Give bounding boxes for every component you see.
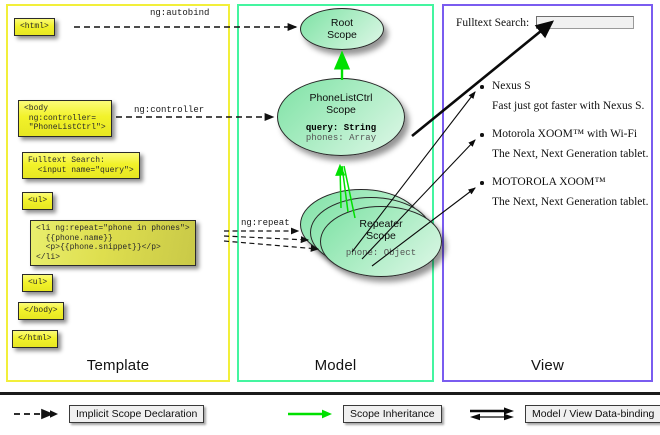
view-item-snippet: The Next, Next Generation tablet.	[492, 196, 649, 208]
scope-repeater-front[interactable]: Repeater Scope phone: Object	[320, 206, 442, 277]
scope-root[interactable]: Root Scope	[300, 8, 384, 50]
view-list-item: Nexus S Fast just got faster with Nexus …	[480, 80, 645, 112]
scope-phonelistctrl-title-line2: Scope	[326, 104, 356, 116]
bullet-icon	[480, 181, 484, 185]
legend-item-implicit-scope-declaration: Implicit Scope Declaration	[12, 405, 205, 423]
view-list-item: Motorola XOOM™ with Wi-Fi The Next, Next…	[480, 128, 649, 160]
view-item-name: MOTOROLA XOOM™	[492, 176, 606, 188]
dashed-arrow-icon	[14, 408, 58, 420]
code-box-ul-open[interactable]: <ul>	[22, 192, 54, 210]
label-ng-repeat: ng:repeat	[241, 218, 290, 228]
view-item-name: Motorola XOOM™ with Wi-Fi	[492, 128, 638, 140]
column-title-template: Template	[86, 357, 150, 374]
legend-label: Implicit Scope Declaration	[69, 405, 205, 423]
view-search-label: Fulltext Search:	[456, 16, 530, 29]
scope-prop-phone: phone: Object	[345, 248, 417, 258]
label-ng-controller: ng:controller	[134, 105, 205, 115]
legend-label: Model / View Data-binding	[525, 405, 660, 423]
scope-root-title-line2: Scope	[327, 29, 357, 41]
scope-phonelistctrl-title-line1: PhoneListCtrl	[309, 92, 373, 104]
scope-prop-phones: phones: Array	[305, 133, 377, 143]
view-item-snippet: Fast just got faster with Nexus S.	[492, 100, 645, 112]
scope-phonelistctrl[interactable]: PhoneListCtrl Scope query: String phones…	[277, 78, 405, 156]
code-box-search[interactable]: Fulltext Search: <input name="query">	[22, 152, 140, 179]
view-list-item: MOTOROLA XOOM™ The Next, Next Generation…	[480, 176, 649, 208]
view-item-name: Nexus S	[492, 80, 531, 92]
green-arrow-icon	[288, 409, 332, 419]
legend: Implicit Scope Declaration Scope Inherit…	[0, 392, 660, 435]
scope-root-title-line1: Root	[330, 17, 354, 29]
code-box-body-close[interactable]: </body>	[18, 302, 64, 320]
double-arrow-icon	[470, 407, 514, 421]
code-box-body-open[interactable]: <body ng:controller= "PhoneListCtrl">	[18, 100, 112, 137]
bullet-icon	[480, 85, 484, 89]
scope-repeater-title-line1: Repeater	[359, 218, 403, 230]
legend-divider	[0, 392, 660, 395]
legend-item-scope-inheritance: Scope Inheritance	[286, 405, 442, 423]
scope-repeater-title-line2: Scope	[366, 230, 396, 242]
view-search-input[interactable]	[536, 16, 635, 29]
label-ng-autobind: ng:autobind	[150, 8, 210, 18]
column-title-model: Model	[314, 357, 357, 374]
scope-prop-query: query: String	[305, 123, 377, 133]
bullet-icon	[480, 133, 484, 137]
view-search-row: Fulltext Search:	[456, 16, 635, 29]
column-title-view: View	[530, 357, 565, 374]
view-item-snippet: The Next, Next Generation tablet.	[492, 148, 649, 160]
code-box-li-repeat[interactable]: <li ng:repeat="phone in phones"> {{phone…	[30, 220, 196, 266]
code-box-html-close[interactable]: </html>	[12, 330, 58, 348]
code-box-ul-close[interactable]: <ul>	[22, 274, 54, 292]
code-box-html-open[interactable]: <html>	[14, 18, 55, 36]
legend-item-model-view-data-binding: Model / View Data-binding	[468, 405, 660, 423]
legend-label: Scope Inheritance	[343, 405, 442, 423]
